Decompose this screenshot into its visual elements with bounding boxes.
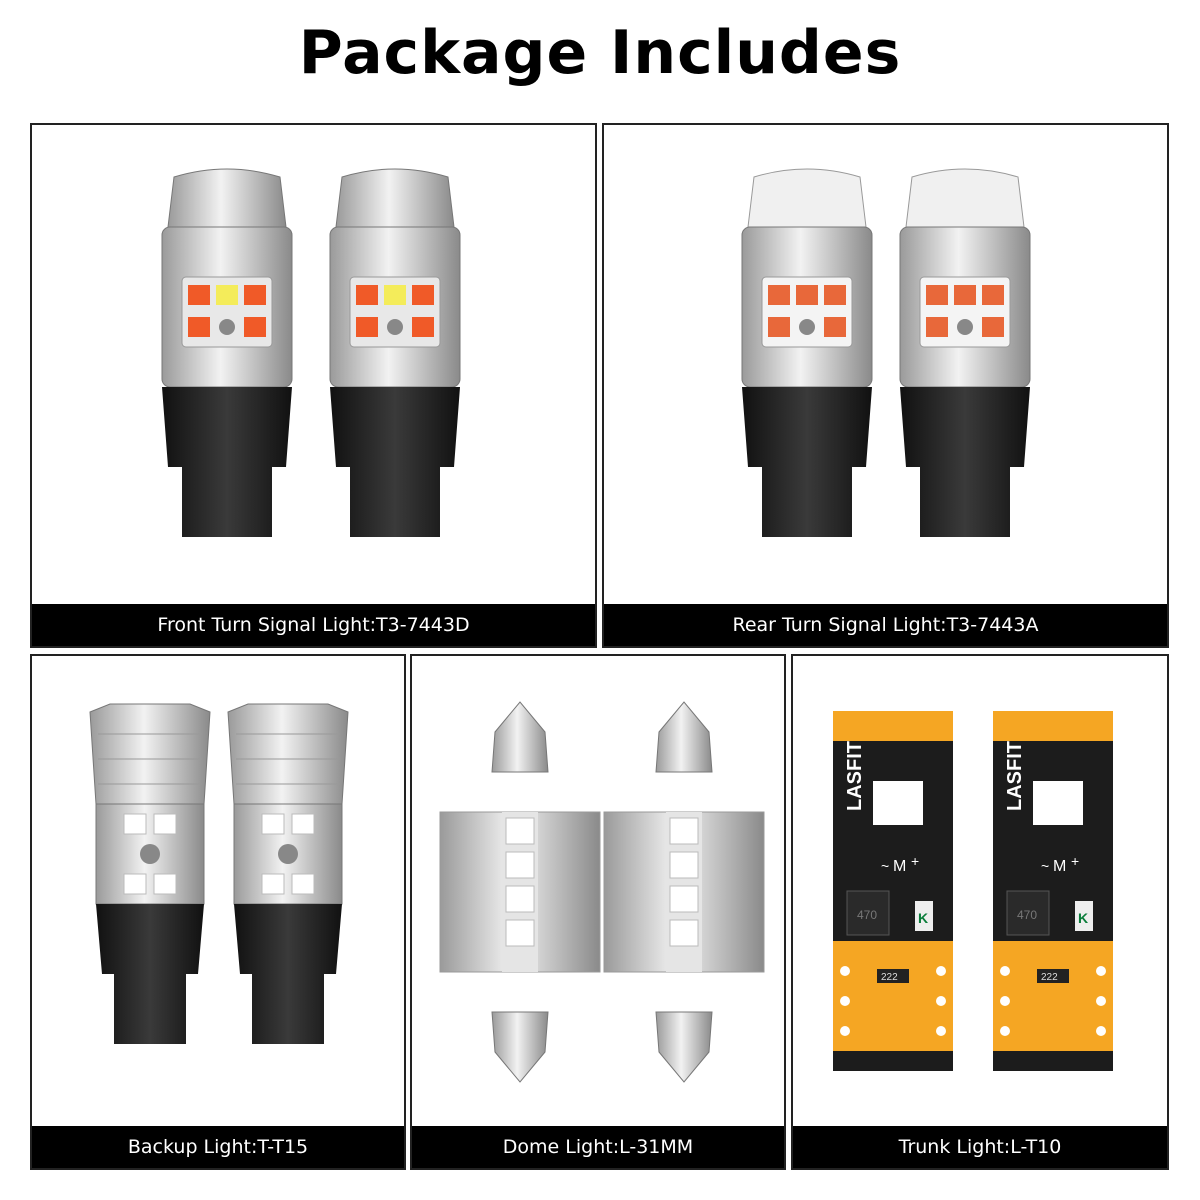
festoon-bulb-icon <box>439 701 601 1083</box>
m-label: M <box>893 858 906 875</box>
resistor-label: 222 <box>1041 972 1058 983</box>
inductor-label: 470 <box>857 908 877 922</box>
festoon-bulb-pair-image <box>439 701 765 1083</box>
panel-backup-light: Backup Light:T-T15 <box>30 654 406 1170</box>
plus-label: + <box>911 853 919 869</box>
panel-dome-light: Dome Light:L-31MM <box>410 654 786 1170</box>
t10-bulb-pair-image: LASFIT M ~ + 470 K 222 LASFIT M ~ + 470 … <box>833 711 1113 1071</box>
t10-bulb-icon: LASFIT M ~ + 470 K 222 <box>833 711 953 1071</box>
panel-caption: Front Turn Signal Light:T3-7443D <box>32 604 595 646</box>
brand-text: LASFIT <box>1004 741 1026 811</box>
brand-text: LASFIT <box>844 741 866 811</box>
m-label: M <box>1053 858 1066 875</box>
7443-bulb-icon <box>741 168 873 537</box>
minus-label: ~ <box>1041 858 1049 874</box>
7443-bulb-icon <box>161 168 293 537</box>
panel-caption: Backup Light:T-T15 <box>32 1126 404 1168</box>
resistor-label: 222 <box>881 972 898 983</box>
diode-label: K <box>1078 910 1088 926</box>
panel-rear-turn-signal: Rear Turn Signal Light:T3-7443A <box>602 123 1169 648</box>
diode-label: K <box>918 910 928 926</box>
t10-bulb-icon: LASFIT M ~ + 470 K 222 <box>993 711 1113 1071</box>
panel-caption: Trunk Light:L-T10 <box>793 1126 1167 1168</box>
t15-bulb-pair-image <box>89 703 349 1044</box>
panel-trunk-light: LASFIT M ~ + 470 K 222 LASFIT M ~ + 470 … <box>791 654 1169 1170</box>
panel-caption: Rear Turn Signal Light:T3-7443A <box>604 604 1167 646</box>
t15-bulb-icon <box>227 703 349 1044</box>
t15-bulb-icon <box>89 703 211 1044</box>
panel-front-turn-signal: Front Turn Signal Light:T3-7443D <box>30 123 597 648</box>
7443-bulb-pair-image <box>161 168 461 537</box>
inductor-label: 470 <box>1017 908 1037 922</box>
festoon-bulb-icon <box>603 701 765 1083</box>
7443-bulb-pair-image <box>741 168 1031 537</box>
page-title: Package Includes <box>298 18 902 88</box>
panel-caption: Dome Light:L-31MM <box>412 1126 784 1168</box>
7443-bulb-icon <box>899 168 1031 537</box>
minus-label: ~ <box>881 858 889 874</box>
7443-bulb-icon <box>329 168 461 537</box>
plus-label: + <box>1071 853 1079 869</box>
